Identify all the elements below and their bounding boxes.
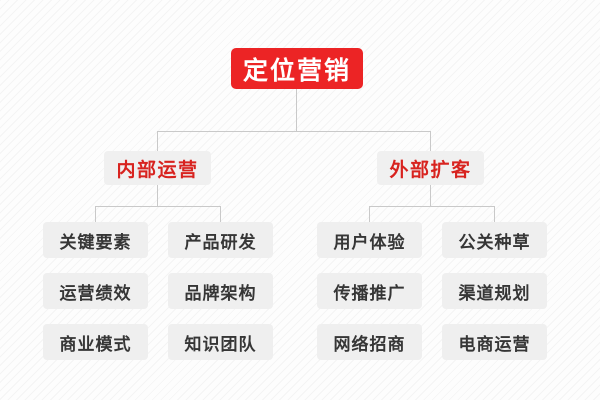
connector-branch-left-crossbar [95,206,220,207]
connector-root-crossbar [157,131,431,132]
branch-node-内部运营[interactable]: 内部运营 [104,151,211,185]
connector-branch-right-to-col2 [494,206,495,222]
leaf-node-运营绩效[interactable]: 运营绩效 [43,273,148,309]
leaf-node-公关种草[interactable]: 公关种草 [442,222,547,258]
leaf-node-关键要素[interactable]: 关键要素 [43,222,148,258]
connector-branch-right-crossbar [369,206,494,207]
connector-branch-left-to-col1 [95,206,96,222]
leaf-node-产品研发[interactable]: 产品研发 [168,222,273,258]
leaf-node-用户体验[interactable]: 用户体验 [317,222,422,258]
connector-branch-left-stem [157,185,158,206]
leaf-node-品牌架构[interactable]: 品牌架构 [168,273,273,309]
leaf-node-知识团队[interactable]: 知识团队 [168,324,273,360]
leaf-node-渠道规划[interactable]: 渠道规划 [442,273,547,309]
connector-root-stem [296,89,297,131]
leaf-node-电商运营[interactable]: 电商运营 [442,324,547,360]
connector-root-to-branch-left [157,131,158,151]
connector-branch-right-to-col1 [369,206,370,222]
connector-root-to-branch-right [430,131,431,151]
branch-node-外部扩客[interactable]: 外部扩客 [377,151,484,185]
leaf-node-传播推广[interactable]: 传播推广 [317,273,422,309]
connector-branch-left-to-col2 [220,206,221,222]
root-node-定位营销[interactable]: 定位营销 [231,48,363,89]
connector-branch-right-stem [430,185,431,206]
leaf-node-商业模式[interactable]: 商业模式 [43,324,148,360]
leaf-node-网络招商[interactable]: 网络招商 [317,324,422,360]
